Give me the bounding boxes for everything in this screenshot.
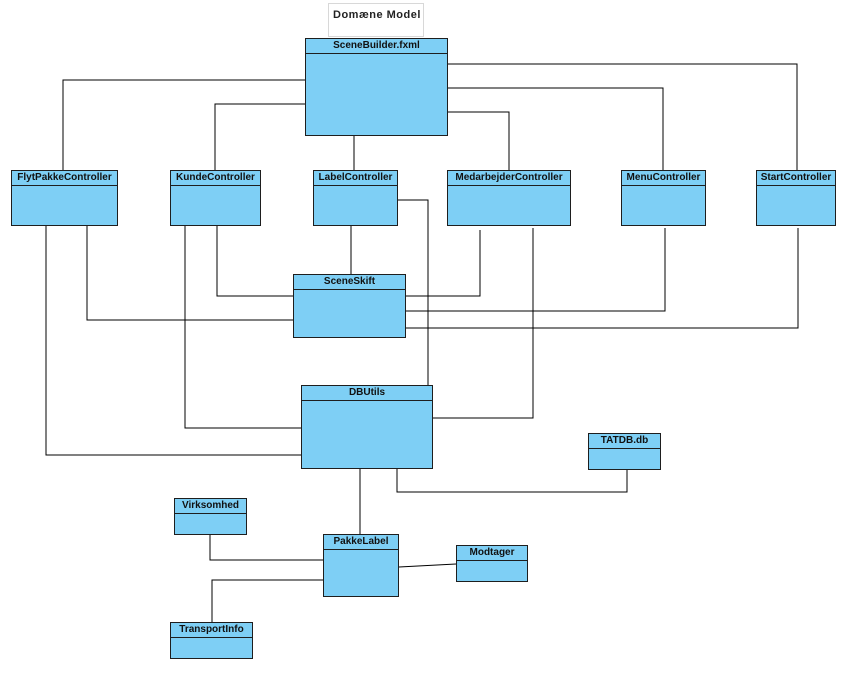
class-name: FlytPakkeController — [12, 171, 117, 186]
class-name: SceneSkift — [294, 275, 405, 290]
line-menu-sceneskift — [406, 228, 666, 312]
class-name: MedarbejderController — [448, 171, 570, 186]
class-modtager[interactable]: Modtager — [456, 545, 528, 582]
diagram-title: Domæne Model — [333, 9, 421, 21]
line-kunde-dbutils — [184, 226, 301, 429]
class-labelcontroller[interactable]: LabelController — [313, 170, 398, 226]
class-name: Virksomhed — [175, 499, 246, 514]
class-name: SceneBuilder.fxml — [306, 39, 447, 54]
class-pakkelabel[interactable]: PakkeLabel — [323, 534, 399, 597]
class-menucontroller[interactable]: MenuController — [621, 170, 706, 226]
class-scenebuilder-fxml[interactable]: SceneBuilder.fxml — [305, 38, 448, 136]
line-medarbejder-sceneskift — [406, 230, 481, 297]
line-label-dbutils — [398, 199, 429, 385]
line-dbutils-tatdb — [396, 468, 628, 493]
class-name: TATDB.db — [589, 434, 660, 449]
class-name: LabelController — [314, 171, 397, 186]
class-name: PakkeLabel — [324, 535, 398, 550]
line-start-sceneskift — [406, 228, 799, 329]
line-scenebuilder-kunde — [214, 103, 305, 170]
class-transportinfo[interactable]: TransportInfo — [170, 622, 253, 659]
class-name: StartController — [757, 171, 835, 186]
line-kunde-sceneskift — [216, 226, 293, 297]
line-transportinfo-pakkelabel — [211, 579, 323, 622]
class-dbutils[interactable]: DBUtils — [301, 385, 433, 469]
class-name: TransportInfo — [171, 623, 252, 638]
class-name: Modtager — [457, 546, 527, 561]
line-flytpakke-sceneskift — [86, 226, 293, 321]
class-virksomhed[interactable]: Virksomhed — [174, 498, 247, 535]
line-pakkelabel-modtager — [398, 563, 457, 568]
line-flytpakke-dbutils — [45, 226, 301, 456]
line-virksomhed-pakkelabel — [209, 535, 323, 561]
line-scenebuilder-flytpakke — [62, 79, 305, 170]
line-scenebuilder-menu — [447, 87, 664, 170]
diagram-title-box: Domæne Model — [328, 3, 424, 37]
class-name: MenuController — [622, 171, 705, 186]
class-kundecontroller[interactable]: KundeController — [170, 170, 261, 226]
class-startcontroller[interactable]: StartController — [756, 170, 836, 226]
class-sceneskift[interactable]: SceneSkift — [293, 274, 406, 338]
line-scenebuilder-start — [447, 63, 798, 170]
line-medarbejder-dbutils — [433, 228, 534, 419]
class-flytpakkecontroller[interactable]: FlytPakkeController — [11, 170, 118, 226]
class-name: DBUtils — [302, 386, 432, 401]
line-scenebuilder-medarbejder — [447, 111, 510, 170]
class-name: KundeController — [171, 171, 260, 186]
class-medarbejdercontroller[interactable]: MedarbejderController — [447, 170, 571, 226]
class-tatdb[interactable]: TATDB.db — [588, 433, 661, 470]
